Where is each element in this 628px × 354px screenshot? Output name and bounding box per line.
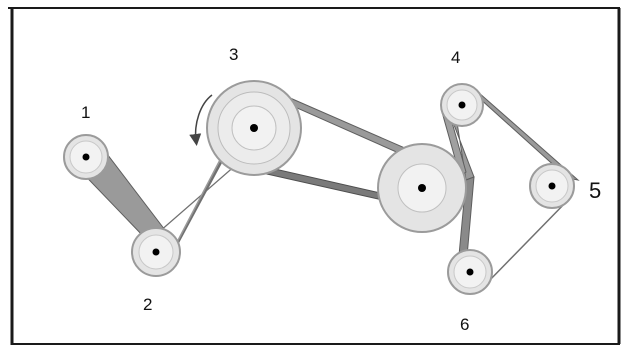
pulley-3	[206, 80, 302, 176]
pulley-2	[131, 227, 181, 277]
pulley-1-hub	[82, 153, 90, 161]
pulley-3-label: 3	[229, 45, 239, 64]
pulley-idler-large	[377, 143, 467, 233]
pulley-6	[447, 249, 493, 295]
pulley-3-hub	[250, 124, 258, 132]
pulley-4-hub	[458, 101, 466, 109]
frame	[8, 7, 621, 345]
pulley-2-hub	[152, 248, 160, 256]
pulley-5	[529, 163, 575, 209]
pulley-1-label: 1	[81, 103, 91, 122]
pulley-2-label: 2	[143, 295, 153, 314]
pulley-idler-large-hub	[418, 184, 426, 192]
pulley-6-label: 6	[460, 315, 470, 334]
pulley-5-hub	[548, 182, 556, 190]
belt-5-6	[485, 197, 571, 285]
pulley-5-label: 5	[589, 178, 602, 203]
counter-clockwise-arrow-icon	[189, 94, 213, 146]
pulley-4-label: 4	[451, 48, 461, 67]
pulley-1	[63, 134, 109, 180]
pulley-4	[440, 83, 484, 127]
pulley-6-hub	[466, 268, 474, 276]
